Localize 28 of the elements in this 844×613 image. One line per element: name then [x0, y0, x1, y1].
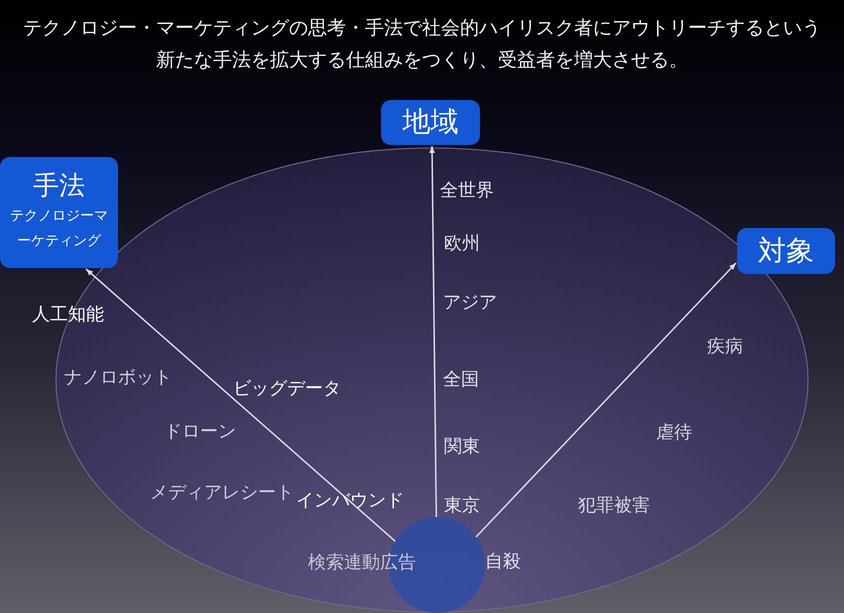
axis-item-label: インバウンド [296, 489, 404, 512]
axis-item-label: 疾病 [707, 335, 743, 358]
arrow [429, 146, 438, 517]
axis-item-label: 全世界 [440, 179, 494, 202]
arrow [475, 262, 737, 538]
category-box [737, 228, 835, 274]
axis-item-label: 犯罪被害 [578, 494, 650, 517]
category-title: 対象 [758, 232, 814, 269]
axis-item-label: ビッグデータ [233, 377, 341, 400]
axis-item-label: ナノロボット [64, 366, 172, 389]
heading: テクノロジー・マーケティングの思考・手法で社会的ハイリスク者にアウトリーチするという新たな手法を拡大する仕組みをつくり、受益者を増大させる。 [22, 16, 822, 73]
axis-item-label: メディアレシート [150, 481, 294, 504]
axis-item-label: 検索連動広告 [308, 551, 416, 574]
category-title: 手法 [33, 170, 85, 204]
axis-item-label: 全国 [443, 368, 479, 391]
axis-item-label: ドローン [164, 420, 236, 443]
axis-item-label: 東京 [444, 494, 480, 517]
axis-item-label: 自殺 [485, 550, 521, 573]
category-subtitle: テクノロジーマーケティング [9, 207, 109, 252]
category-box [0, 157, 118, 268]
arrow [86, 268, 396, 542]
axis-item-label: 虐待 [656, 421, 692, 444]
axis-item-label: アジア [443, 291, 497, 314]
category-box [381, 100, 480, 145]
category-title: 地域 [402, 104, 458, 140]
axis-item-label: 関東 [444, 435, 480, 458]
axis-item-label: 欧州 [444, 232, 480, 255]
axis-item-label: 人工知能 [32, 303, 104, 326]
